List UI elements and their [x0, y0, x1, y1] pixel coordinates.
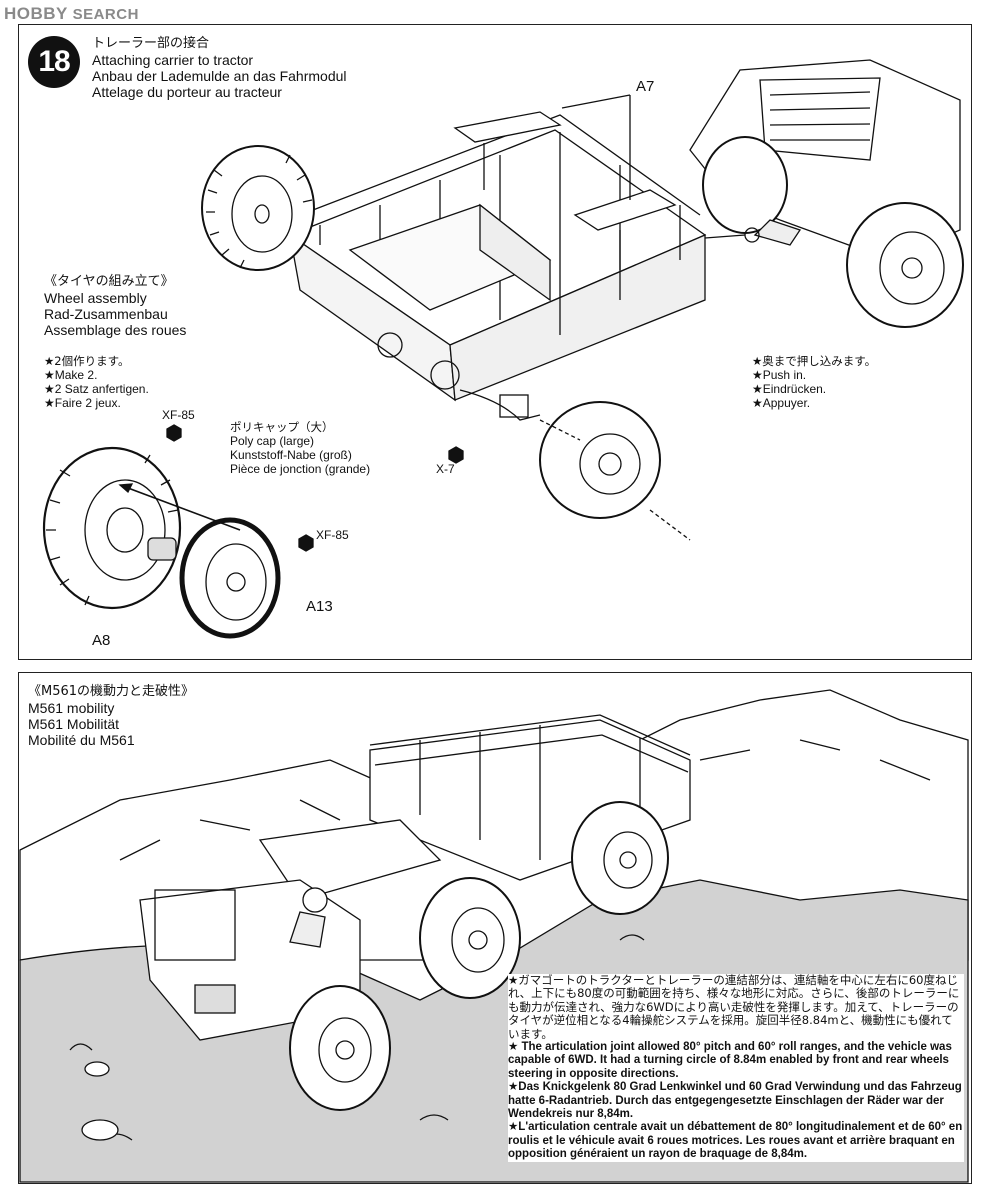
- tractor-drawing: [689, 59, 964, 328]
- left-rear-wheel-drawing: [201, 145, 315, 271]
- make-two-note: ★2個作ります。 ★Make 2. ★2 Satz anfertigen. ★F…: [44, 354, 149, 410]
- wheel-title-en: Wheel assembly: [44, 290, 147, 306]
- step-title-de: Anbau der Lademulde an das Fahrmodul: [92, 68, 347, 84]
- a7-plate-left: [453, 111, 562, 143]
- push-fr: ★Appuyer.: [752, 396, 811, 410]
- polycap-en: Poly cap (large): [230, 434, 315, 448]
- mobility-title-jp: 《M561の機動力と走破性》: [28, 684, 195, 699]
- mobility-title-en: M561 mobility: [28, 700, 115, 716]
- make2-en: ★Make 2.: [44, 368, 98, 382]
- wheel-title-de: Rad-Zusammenbau: [44, 306, 168, 322]
- wheel-title-jp: 《タイヤの組み立て》: [44, 274, 174, 289]
- polycap-jp: ポリキャップ（大）: [230, 420, 334, 434]
- part-label-x7: X-7: [436, 462, 455, 476]
- part-label-a8: A8: [92, 632, 111, 649]
- step-title-fr: Attelage du porteur au tracteur: [92, 84, 282, 100]
- push-en: ★Push in.: [752, 368, 807, 382]
- step-title-jp: トレーラー部の接合: [92, 36, 210, 51]
- mobility-title-block: 《M561の機動力と走破性》 M561 mobility M561 Mobili…: [28, 684, 194, 748]
- mobility-title-de: M561 Mobilität: [28, 716, 120, 732]
- make2-de: ★2 Satz anfertigen.: [44, 382, 149, 396]
- make2-fr: ★Faire 2 jeux.: [44, 396, 121, 410]
- polycap-label: ポリキャップ（大） Poly cap (large) Kunststoff-Na…: [230, 420, 370, 476]
- wheel-assembly-drawing: [42, 446, 281, 639]
- hobbysearch-logo: HOBBY SEARCH: [4, 4, 139, 24]
- logo-search: SEARCH: [72, 6, 139, 23]
- logo-hobby: HOBBY: [4, 4, 68, 23]
- push-jp: ★奥まで押し込みます。: [752, 354, 877, 368]
- wheel-assembly-title: 《タイヤの組み立て》 Wheel assembly Rad-Zusammenba…: [44, 274, 186, 338]
- note-jp: ★ガマゴートのトラクターとトレーラーの連結部分は、連結軸を中心に左右に60度ねじ…: [508, 973, 960, 1041]
- polycap-de: Kunststoff-Nabe (groß): [230, 448, 352, 462]
- step-title-block: トレーラー部の接合 Attaching carrier to tractor A…: [92, 36, 347, 100]
- paint-markers: [166, 424, 464, 552]
- push-in-note: ★奥まで押し込みます。 ★Push in. ★Eindrücken. ★Appu…: [752, 354, 876, 410]
- polycap-fr: Pièce de jonction (grande): [230, 462, 371, 476]
- trailer-carrier-drawing: [288, 114, 707, 421]
- make2-jp: ★2個作ります。: [44, 354, 130, 368]
- note-fr: ★L'articulation centrale avait un débatt…: [508, 1121, 963, 1161]
- trailer-right-wheel-drawing: [539, 401, 691, 541]
- a7-plate-right: [573, 189, 677, 231]
- push-de: ★Eindrücken.: [752, 382, 827, 396]
- mobility-title-fr: Mobilité du M561: [28, 732, 135, 748]
- part-label-a13: A13: [306, 598, 333, 615]
- note-de: ★Das Knickgelenk 80 Grad Lenkwinkel und …: [508, 1081, 962, 1121]
- step-title-en: Attaching carrier to tractor: [92, 52, 254, 68]
- note-en: ★ The articulation joint allowed 80° pit…: [508, 1041, 952, 1080]
- step-number-badge: 18: [28, 36, 80, 88]
- wheel-title-fr: Assemblage des roues: [44, 322, 187, 338]
- mobility-description: ★ガマゴートのトラクターとトレーラーの連結部分は、連結軸を中心に左右に60度ねじ…: [508, 973, 964, 1162]
- m561-vehicle-drawing: [139, 714, 691, 1111]
- paint-label-xf85-right: XF-85: [316, 528, 349, 542]
- paint-label-xf85-top: XF-85: [162, 408, 195, 422]
- part-label-a7: A7: [636, 78, 655, 95]
